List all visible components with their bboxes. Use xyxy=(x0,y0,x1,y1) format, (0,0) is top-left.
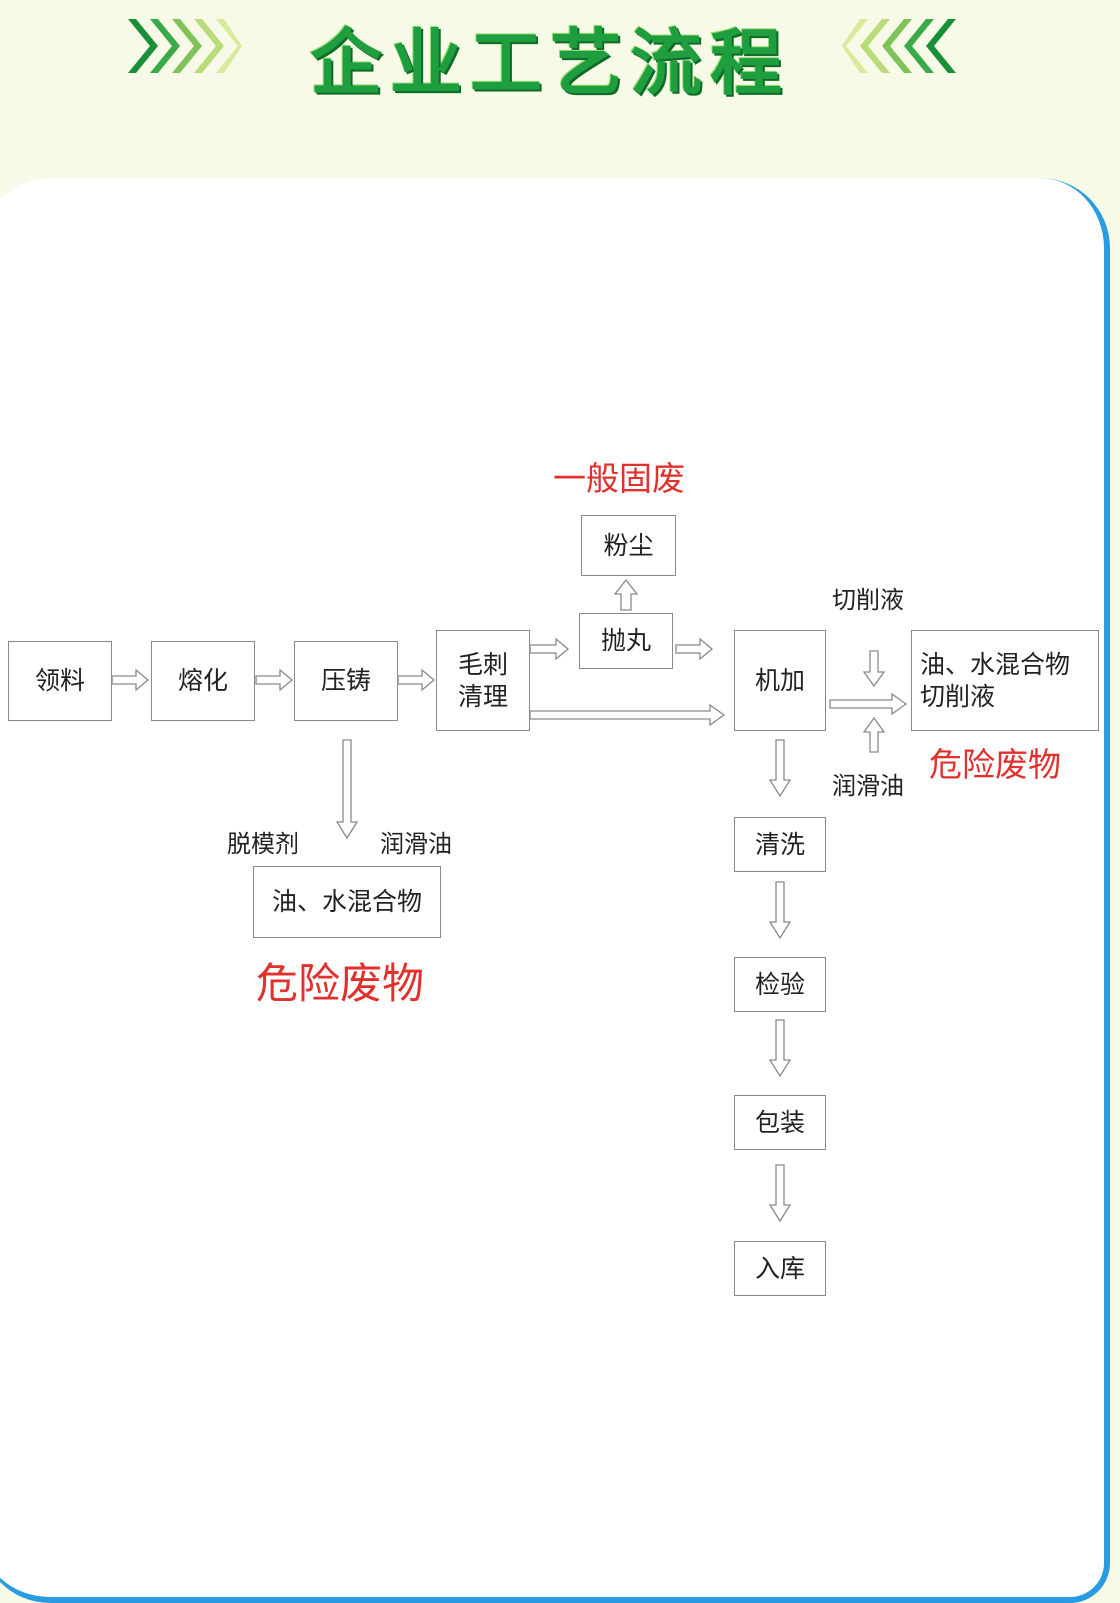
node-ronghua: 熔化 xyxy=(151,641,255,721)
arrow-maoci-paowan xyxy=(529,637,570,661)
chevron-right-icon xyxy=(128,19,242,73)
node-ruku: 入库 xyxy=(734,1241,826,1296)
category-general-solid-waste: 一般固废 xyxy=(553,459,685,498)
category-hazardous-waste-left: 危险废物 xyxy=(256,959,425,1008)
node-fenchen: 粉尘 xyxy=(581,515,676,576)
arrow-paowan-fenchen xyxy=(613,578,639,611)
content-panel xyxy=(0,178,1110,1603)
arrow-jianyan-baozhuang xyxy=(768,1019,792,1078)
arrow-jijia-qingxi xyxy=(768,739,792,798)
page-title: 企业工艺流程 xyxy=(309,21,790,105)
label-runhuayou-left: 润滑油 xyxy=(380,830,452,858)
node-baozhuang: 包装 xyxy=(734,1095,826,1150)
arrow-ronghua-yazhu xyxy=(255,668,294,692)
arrow-maoci-jijia xyxy=(529,703,726,727)
arrow-baozhuang-ruku xyxy=(768,1164,792,1223)
chevron-left-icon xyxy=(842,19,956,73)
node-jianyan: 检验 xyxy=(734,957,826,1012)
arrow-jijia-waste xyxy=(829,692,908,716)
arrow-qiexueye-down xyxy=(862,650,886,688)
node-maoci: 毛刺 清理 xyxy=(436,630,530,731)
arrow-lingliao-ronghua xyxy=(111,668,150,692)
arrow-yazhu-down xyxy=(335,739,359,840)
arrow-runhuayou-up xyxy=(862,716,886,753)
category-hazardous-waste-right: 危险废物 xyxy=(929,745,1061,784)
node-yazhu: 压铸 xyxy=(294,641,398,721)
arrow-paowan-jijia xyxy=(675,637,714,661)
header: 企业工艺流程 xyxy=(0,0,1120,110)
arrow-qingxi-jianyan xyxy=(768,881,792,940)
node-waste-mix: 油、水混合物 切削液 xyxy=(911,630,1099,731)
label-runhuayou-right: 润滑油 xyxy=(832,772,904,800)
node-jijia: 机加 xyxy=(734,630,826,731)
node-die-mix: 油、水混合物 xyxy=(253,866,441,938)
label-qiexueye: 切削液 xyxy=(832,586,904,614)
node-qingxi: 清洗 xyxy=(734,817,826,872)
node-lingliao: 领料 xyxy=(8,641,112,721)
label-tuomoji: 脱模剂 xyxy=(227,830,299,858)
node-paowan: 抛丸 xyxy=(579,613,673,669)
arrow-yazhu-maoci xyxy=(397,668,436,692)
